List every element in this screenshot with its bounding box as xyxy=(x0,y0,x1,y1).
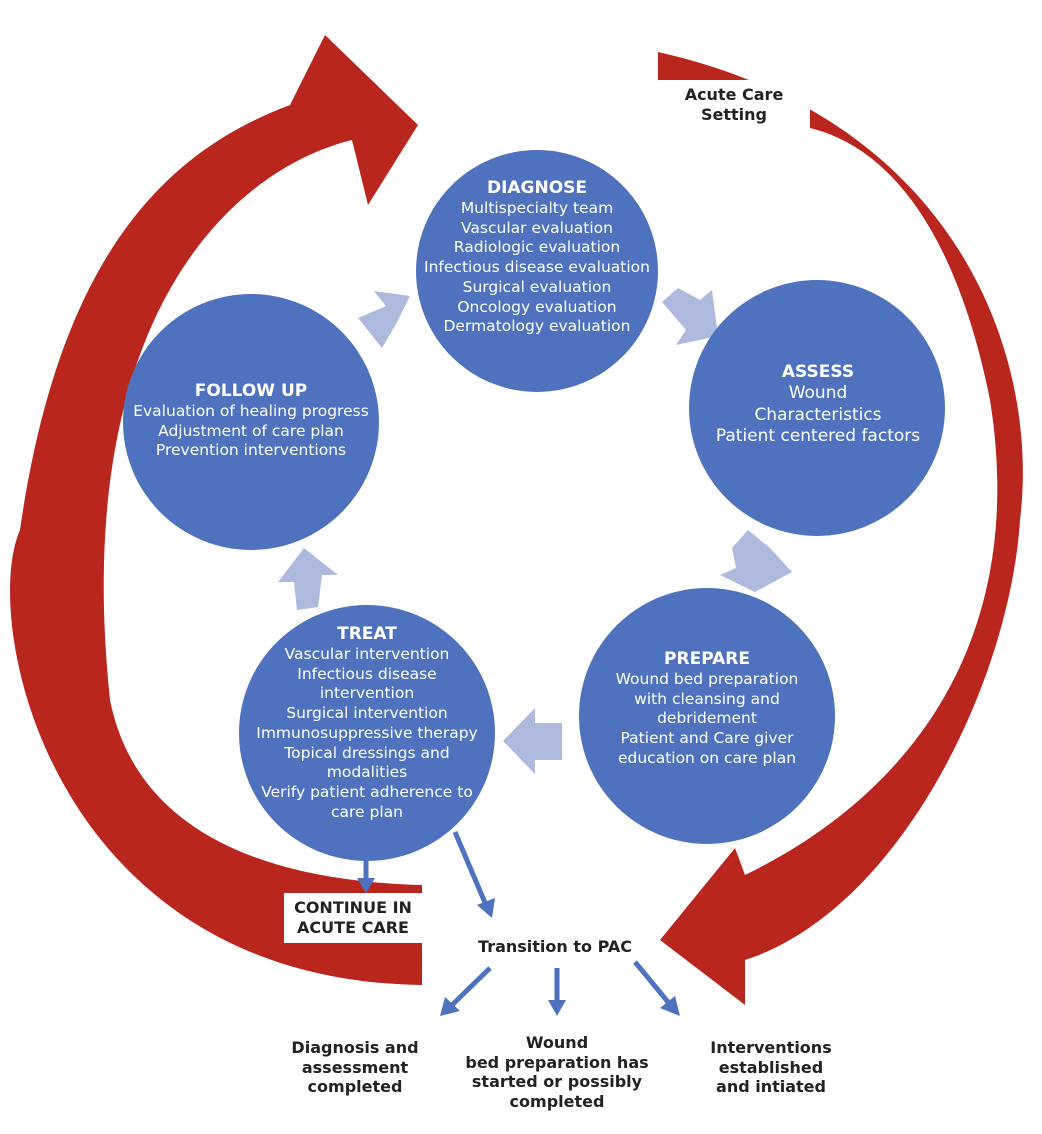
outcome-interventions: Interventions established and intiated xyxy=(690,1038,852,1097)
follow-up-item: Evaluation of healing progress xyxy=(133,402,369,420)
continue-in-acute-care-label: CONTINUE IN ACUTE CARE xyxy=(284,893,422,943)
outcome-middle-line: Wound xyxy=(462,1033,652,1053)
outcome-wound-bed-preparation: Wound bed preparation has started or pos… xyxy=(462,1033,652,1111)
arrow-pac-to-middle-head xyxy=(548,1000,566,1016)
transition-to-pac-label: Transition to PAC xyxy=(470,937,640,957)
circle-treat xyxy=(239,605,495,861)
arrow-pac-to-left-head xyxy=(440,997,460,1016)
assess-item: Patient centered factors xyxy=(715,426,921,446)
diagnose-item: Infectious disease evaluation xyxy=(424,258,650,277)
assess-text-block: ASSESS Wound Characteristics Patient cen… xyxy=(700,362,936,452)
outcome-middle-word: preparation has xyxy=(504,1052,649,1072)
treat-item: Vascular intervention xyxy=(284,645,450,663)
circle-assess xyxy=(689,280,945,536)
circle-prepare xyxy=(579,588,835,844)
treat-title: TREAT xyxy=(337,624,397,644)
outcome-left-line: Diagnosis and xyxy=(291,1038,419,1057)
arrow-treat-to-followup xyxy=(278,548,338,610)
treat-item: care plan xyxy=(331,802,403,821)
outcome-middle-line: bed preparation has xyxy=(462,1053,652,1073)
follow-up-item: Adjustment of care plan xyxy=(158,421,344,440)
red-cycle-arrow-right xyxy=(658,52,1023,1005)
continue-line-2: ACUTE CARE xyxy=(297,918,409,937)
treat-item: Verify patient adherence to xyxy=(261,782,473,801)
arrow-treat-to-pac xyxy=(452,831,489,906)
prepare-item: with cleansing and xyxy=(634,689,780,708)
arrow-assess-to-prepare xyxy=(720,530,792,592)
diagnose-text-block: DIAGNOSE Multispecialty team Vascular ev… xyxy=(416,178,658,338)
outcome-left-line: assessment xyxy=(301,1057,409,1077)
diagnose-item: Dermatology evaluation xyxy=(443,317,631,336)
arrow-prepare-to-treat xyxy=(503,708,562,774)
prepare-item: education on care plan xyxy=(617,748,797,767)
circle-followup xyxy=(123,294,379,550)
outcome-left-line: completed xyxy=(307,1077,403,1096)
treat-item: Infectious disease xyxy=(297,664,437,683)
diagnose-item: Multispecialty team xyxy=(460,199,614,217)
treat-item: Surgical intervention xyxy=(286,704,448,723)
diagnose-item: Oncology evaluation xyxy=(457,297,617,316)
prepare-title: PREPARE xyxy=(664,649,750,669)
assess-title: ASSESS xyxy=(781,362,855,382)
acute-care-setting-line-2: Setting xyxy=(701,105,767,124)
assess-item: Characteristics xyxy=(754,404,882,425)
outcome-right-line: Interventions xyxy=(710,1038,832,1057)
arrow-treat-to-pac-head xyxy=(477,898,495,918)
outcome-diagnosis-assessment: Diagnosis and assessment completed xyxy=(272,1038,438,1097)
treat-item: Topical dressings and xyxy=(284,743,450,762)
follow-up-item: Prevention interventions xyxy=(155,441,347,460)
outcome-middle-word: bed xyxy=(465,1052,500,1072)
arrow-pac-to-left xyxy=(450,966,492,1007)
treat-item: modalities xyxy=(326,763,408,782)
arrow-treat-to-continue-head xyxy=(357,878,375,893)
prepare-item: Patient and Care giver xyxy=(620,729,794,748)
acute-care-setting-line-1: Acute Care xyxy=(684,85,784,104)
diagnose-item: Radiologic evaluation xyxy=(453,238,621,257)
diagnose-item: Vascular evaluation xyxy=(461,218,613,237)
treat-item: Immunosuppressive therapy xyxy=(256,723,478,742)
prepare-item: debridement xyxy=(657,709,757,728)
arrow-diagnose-to-assess xyxy=(662,288,718,345)
assess-item: Wound xyxy=(788,383,848,403)
outcome-right-line: established xyxy=(718,1057,824,1077)
follow-up-text-block: FOLLOW UP Evaluation of healing progress… xyxy=(126,381,376,466)
outcome-right-line: and intiated xyxy=(716,1077,826,1096)
red-cycle-arrow-left xyxy=(10,35,422,985)
prepare-item: Wound bed preparation xyxy=(615,670,799,688)
acute-care-setting-label: Acute Care Setting xyxy=(658,80,810,130)
transition-to-pac-text: Transition to PAC xyxy=(478,937,632,956)
treat-text-block: TREAT Vascular intervention Infectious d… xyxy=(250,624,484,824)
outcome-middle-line: started or possibly xyxy=(471,1072,643,1091)
continue-line-1: CONTINUE IN xyxy=(294,898,412,917)
outcome-middle-line: completed xyxy=(509,1091,605,1111)
arrow-followup-to-diagnose xyxy=(358,291,410,348)
diagnose-item: Surgical evaluation xyxy=(462,277,612,296)
outcome-middle-word: Wound xyxy=(525,1033,589,1052)
arrow-pac-to-right-head xyxy=(660,996,680,1016)
prepare-text-block: PREPARE Wound bed preparation with clean… xyxy=(590,649,824,774)
circle-diagnose xyxy=(416,150,658,392)
treat-item: intervention xyxy=(319,684,415,703)
diagnose-title: DIAGNOSE xyxy=(486,178,588,198)
arrow-pac-to-right xyxy=(633,960,670,1004)
follow-up-title: FOLLOW UP xyxy=(194,381,308,401)
